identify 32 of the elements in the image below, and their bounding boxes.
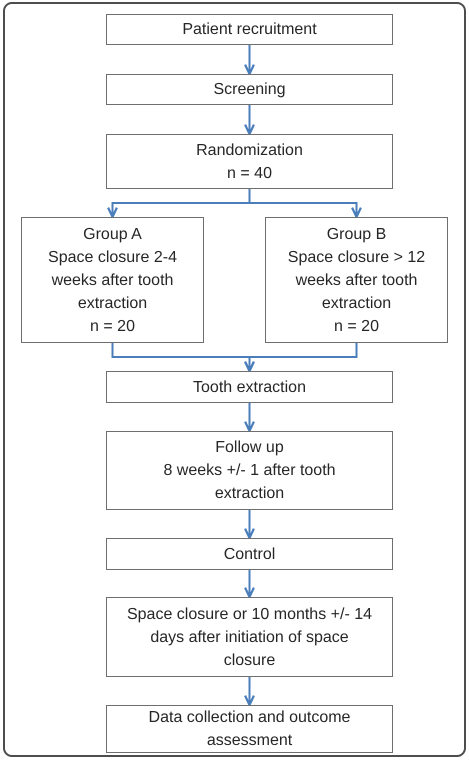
process-box [106, 538, 393, 570]
box-heading: Screening [213, 80, 286, 100]
box-text: 8 weeks +/- 1 after tooth extraction [162, 461, 337, 504]
process-box [106, 371, 393, 403]
box-text: n = 20 [90, 316, 135, 336]
box-heading: Data collection and outcome assessment [148, 708, 352, 751]
box-heading: Space closure or 10 months +/- 14 days after initiation of space closure [126, 604, 374, 670]
process-box [265, 217, 448, 343]
process-box [106, 431, 393, 510]
arrow [244, 570, 255, 598]
process-box [106, 134, 393, 189]
box-heading: Follow up [215, 438, 284, 458]
arrow [244, 45, 255, 76]
box-heading: Tooth extraction [193, 378, 306, 398]
box-heading: Patient recruitment [182, 20, 317, 40]
box-text: n = 40 [227, 164, 272, 184]
process-box [106, 74, 393, 105]
box-heading: Group B [326, 224, 386, 244]
arrow [244, 677, 255, 706]
arrow [244, 343, 358, 372]
process-box [106, 14, 393, 45]
process-box [106, 705, 393, 753]
arrow [244, 105, 255, 136]
box-heading: Randomization [196, 140, 303, 160]
box-heading: Group A [83, 224, 142, 244]
process-box [106, 597, 393, 677]
process-box [21, 217, 204, 343]
box-text: n = 20 [334, 316, 379, 336]
arrow [244, 510, 255, 540]
arrow [244, 403, 255, 432]
box-heading: Control [224, 544, 276, 564]
arrow [248, 189, 362, 218]
